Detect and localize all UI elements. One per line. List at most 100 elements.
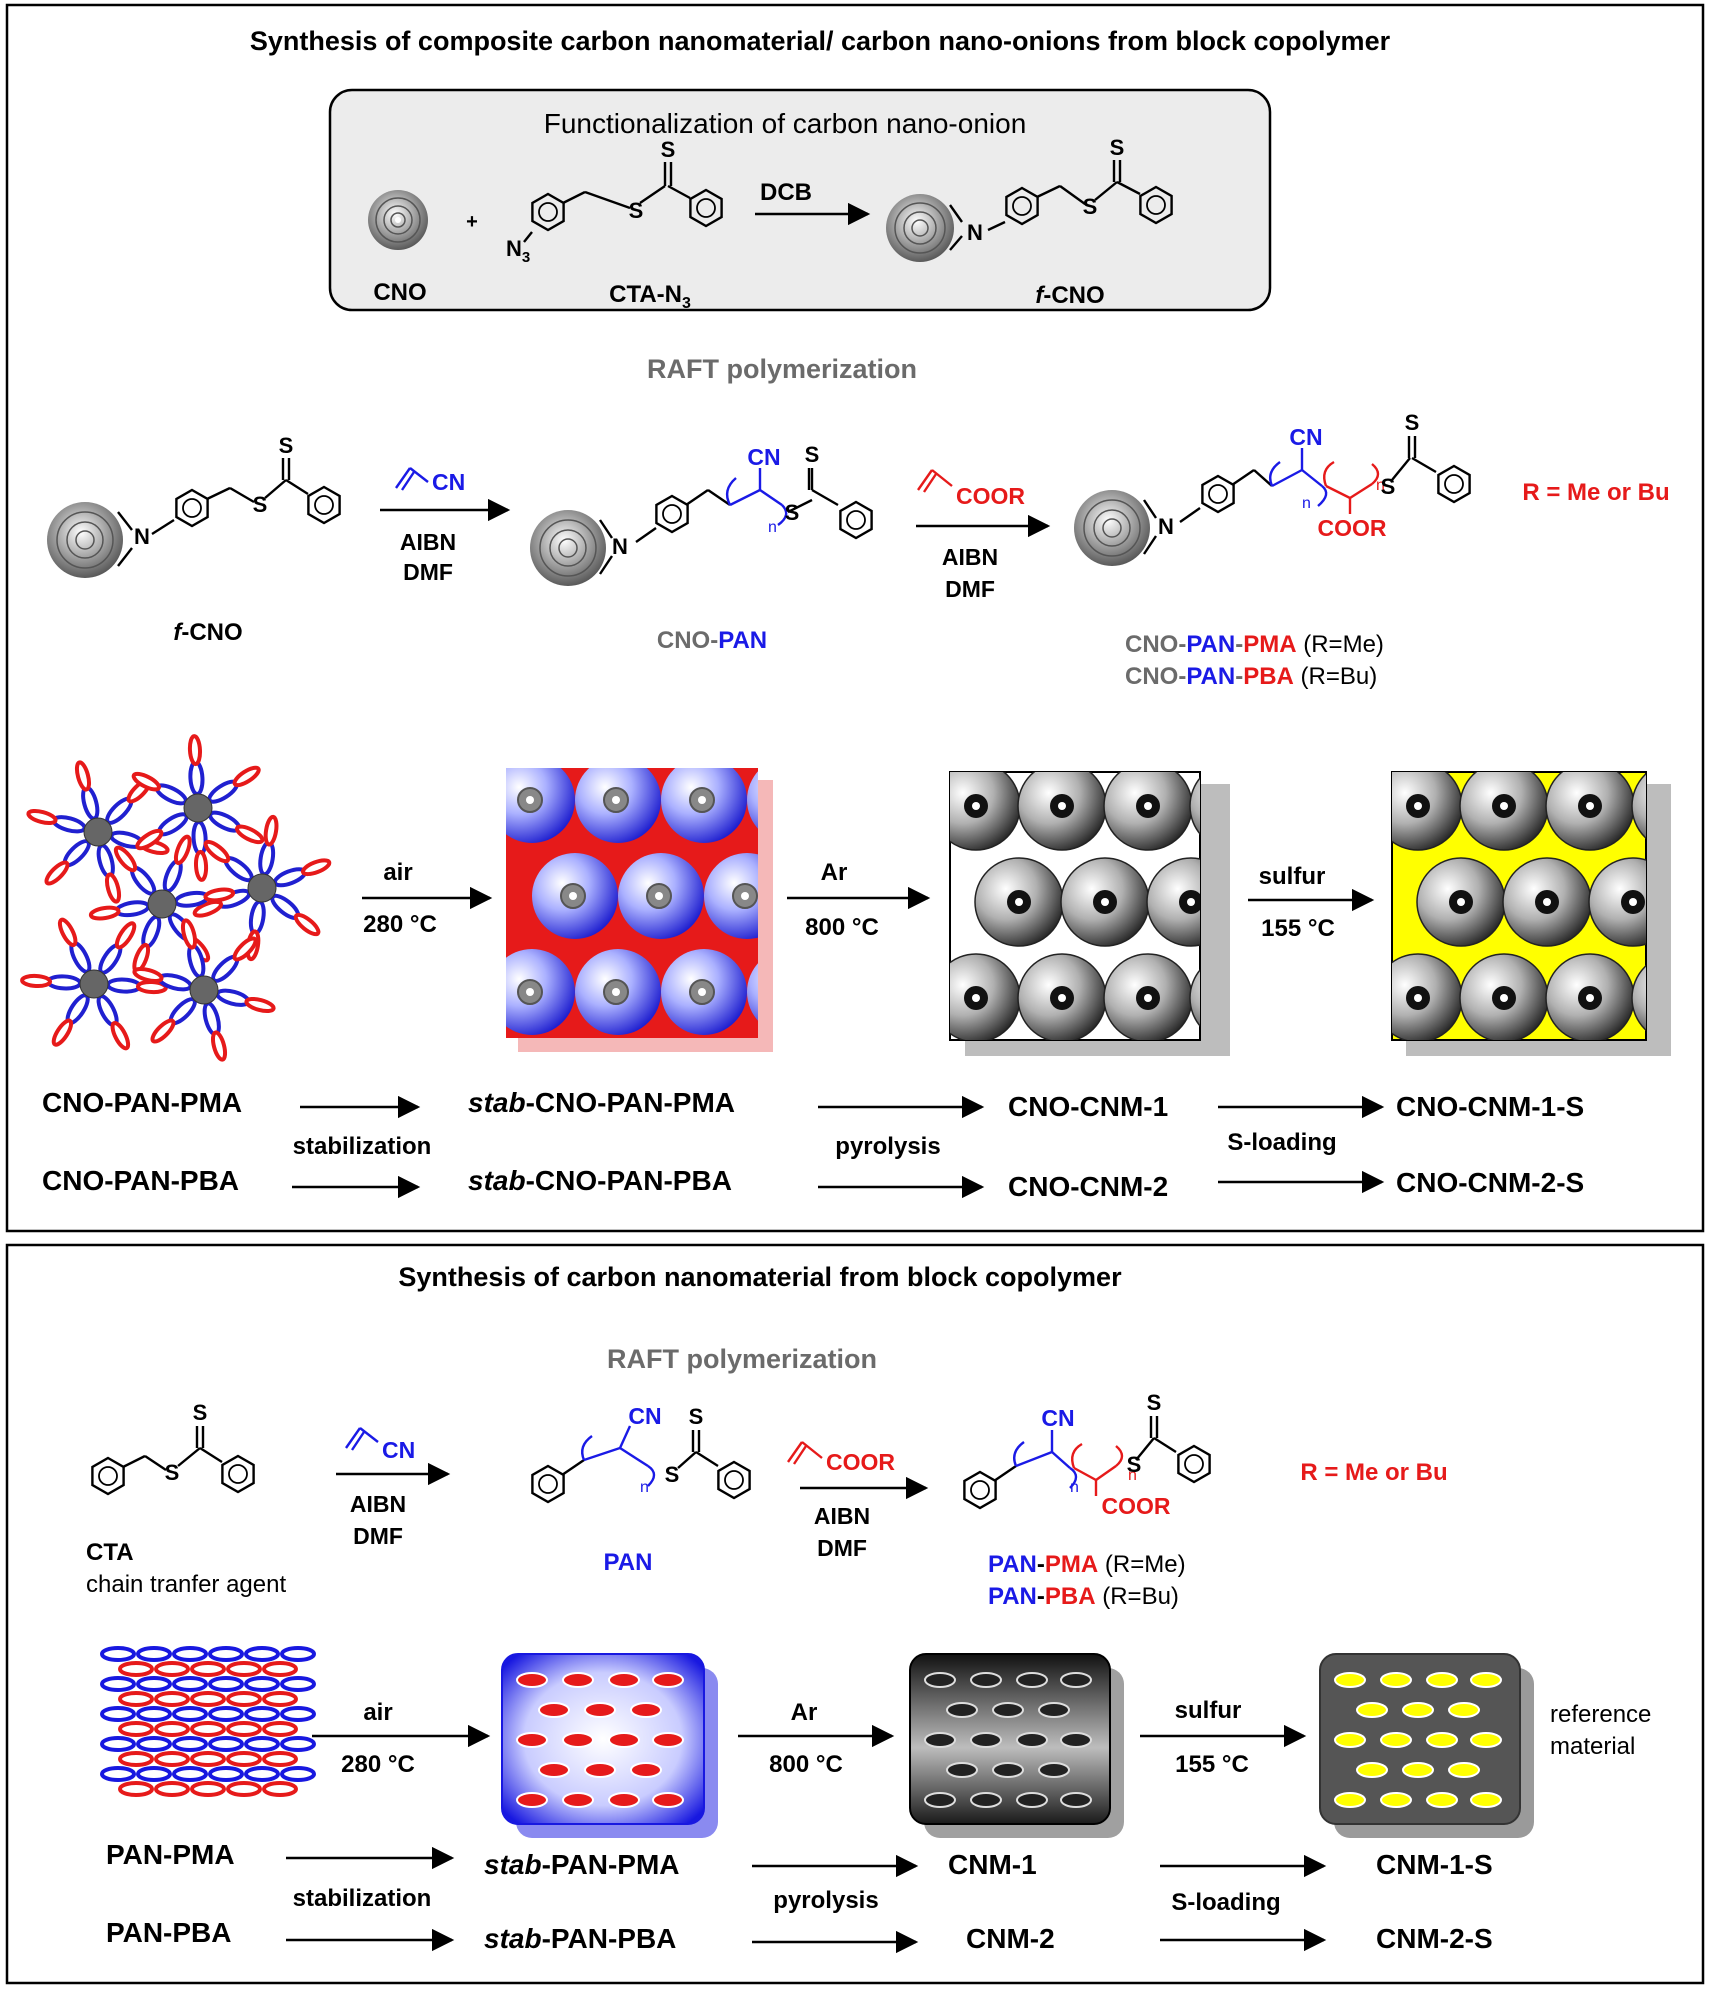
pore-center (1457, 898, 1465, 906)
p2-row1-cnm-s: CNM-1-S (1376, 1849, 1493, 1880)
cta-n3-structure (523, 162, 723, 243)
pan-n: n (640, 1479, 649, 1496)
aibn-3: AIBN (350, 1491, 406, 1517)
aibn-4: AIBN (814, 1503, 870, 1529)
atom-s-2: S (661, 137, 676, 162)
pore-domain (970, 1792, 1002, 1808)
r-definition-1: R = Me or Bu (1522, 479, 1669, 506)
acrylate-lamella-ellipse (154, 1781, 190, 1797)
acrylate-lamella-ellipse (226, 1691, 262, 1707)
plus-sign: + (466, 211, 478, 233)
functionalization-box (328, 88, 1272, 312)
red-domain (562, 1792, 594, 1808)
grey-sphere (1588, 857, 1646, 947)
p2-row1-start: PAN-PMA (106, 1839, 235, 1870)
cno-core-center (655, 892, 663, 900)
pore-domain (924, 1792, 956, 1808)
pan-pma-coor: COOR (1102, 1493, 1171, 1519)
pan-pma-label: PAN-PMA (R=Me) (988, 1551, 1186, 1578)
pan-pma-pan-block (1013, 1430, 1078, 1489)
grey-sphere (1189, 776, 1200, 836)
red-domain (608, 1792, 640, 1808)
acrylate-block-ellipse (114, 921, 137, 950)
raft-heading-2: RAFT polymerization (607, 1344, 877, 1374)
acrylate-lamella-ellipse (226, 1721, 262, 1737)
cno-pan-pma-coor: COOR (1318, 515, 1387, 541)
p2-row2-stab: stab-PAN-PBA (484, 1923, 676, 1954)
cno-pan-pma-pan-block (1269, 448, 1328, 507)
reagent-coor-2: COOR (826, 1449, 895, 1475)
cno-core (183, 793, 213, 823)
acrylate-block-ellipse (104, 872, 122, 904)
cno-core-center (526, 796, 534, 804)
temp-800-2: 800 °C (769, 1751, 843, 1778)
pan-lamella-ellipse (244, 1706, 280, 1722)
grey-spheres-group (950, 772, 1200, 1040)
fcno-box-atom-s1: S (1083, 194, 1098, 219)
dmf-2: DMF (945, 576, 995, 602)
r-definition-2: R = Me or Bu (1300, 1459, 1447, 1486)
cta-structure (91, 1426, 255, 1496)
acrylate-block-ellipse (244, 996, 276, 1014)
p2-row1-stab: stab-PAN-PMA (484, 1849, 680, 1880)
acrylate-lamella-ellipse (118, 1781, 154, 1797)
raft-heading-1: RAFT polymerization (647, 354, 917, 384)
product-label-pma: CNO-PAN-PMA (R=Me) (1125, 631, 1384, 658)
reference-label: reference (1550, 1701, 1651, 1728)
acrylate-block-ellipse (135, 828, 164, 851)
blue-sphere (704, 853, 758, 939)
sulfur-domain (1380, 1732, 1412, 1748)
pan-lamella-ellipse (172, 1736, 208, 1752)
row1-cnm: CNO-CNM-1 (1008, 1091, 1168, 1122)
acrylate-block-ellipse (232, 936, 258, 962)
stab-blue-spheres (506, 768, 800, 1035)
acrylate-block-ellipse (192, 899, 224, 918)
grey-sphere (1631, 964, 1646, 1032)
pore-domain (946, 1702, 978, 1718)
pan-lamella-ellipse (100, 1676, 136, 1692)
cno-pan-structure (599, 468, 873, 575)
acrylate-block-ellipse (113, 845, 138, 873)
star-copolymer-network (20, 734, 332, 1062)
fcno-box-atom-n: N (967, 220, 983, 245)
dcb-label: DCB (760, 179, 812, 206)
sulfur-domain (1426, 1732, 1458, 1748)
acrylate-lamella-ellipse (118, 1661, 154, 1677)
pore-domain (1038, 1762, 1070, 1778)
pan-lamella-ellipse (172, 1706, 208, 1722)
pyrolysis-label-2: pyrolysis (773, 1887, 878, 1914)
acrylate-block-ellipse (74, 760, 92, 792)
cno-core-dot (776, 788, 800, 812)
pan-lamella-ellipse (100, 1766, 136, 1782)
pore-center (1500, 994, 1508, 1002)
pore-domain (970, 1732, 1002, 1748)
acrylate-block-ellipse (26, 808, 58, 826)
material-label: material (1550, 1733, 1635, 1760)
pan-lamella-ellipse (100, 1706, 136, 1722)
acrylate-block-ellipse (187, 734, 203, 767)
cno-pan-pma-pma-block (1323, 460, 1380, 514)
pore-domain (970, 1672, 1002, 1688)
pan-lamella-ellipse (280, 1766, 316, 1782)
cno-core (79, 969, 109, 999)
pan-block-ellipse (51, 815, 87, 834)
acrylate-block-ellipse (263, 814, 279, 847)
pan-block-ellipse (258, 840, 276, 877)
row2-stab: stab-CNO-PAN-PBA (468, 1165, 732, 1196)
sulfur-domain (1448, 1702, 1480, 1718)
acrylate-block-ellipse (88, 905, 121, 921)
acrylate-block-ellipse (57, 917, 78, 948)
acrylate-lamella-ellipse (262, 1691, 298, 1707)
dmf-3: DMF (353, 1523, 403, 1549)
acrylate-lamella-ellipse (154, 1661, 190, 1677)
pore-domain (992, 1702, 1024, 1718)
cno-core (247, 873, 277, 903)
pan-pma-atom-s1: S (1127, 1452, 1142, 1477)
atom-n3: N3 (506, 236, 530, 266)
acrylate-lamella-ellipse (190, 1661, 226, 1677)
pan-structure (531, 1430, 751, 1504)
functionalization-box-title: Functionalization of carbon nano-onion (544, 108, 1027, 139)
blue-sphere (747, 771, 758, 829)
product-label-pba: CNO-PAN-PBA (R=Bu) (1125, 663, 1377, 690)
acrylate-reagent-2 (787, 1441, 823, 1465)
